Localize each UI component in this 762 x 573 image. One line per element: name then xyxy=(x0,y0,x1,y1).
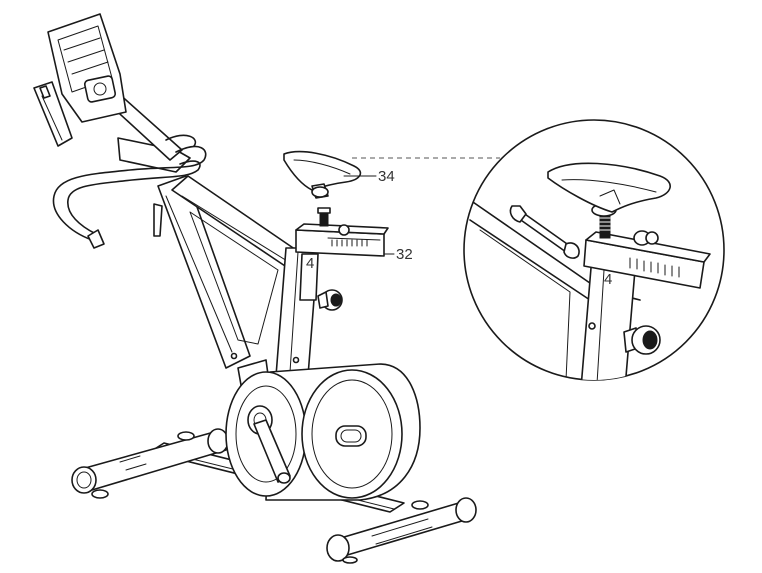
console xyxy=(33,13,127,147)
detail-slider-scale xyxy=(629,257,680,278)
detail-marker-label: 4 xyxy=(604,271,612,288)
crank-arm xyxy=(247,405,291,484)
callout-34: 34 xyxy=(343,168,395,185)
rear-stabilizer xyxy=(326,497,477,564)
seat-slider-32: 4 xyxy=(295,207,389,272)
callout-32: 32 xyxy=(383,246,413,263)
detail-view: 4 xyxy=(463,119,725,381)
slider-marker-label: 4 xyxy=(306,255,314,272)
seat-post xyxy=(299,253,343,311)
callout-32-label: 32 xyxy=(396,246,413,263)
saddle-34 xyxy=(283,150,362,199)
wrench xyxy=(509,205,580,259)
slider-scale xyxy=(331,239,368,247)
callout-34-label: 34 xyxy=(378,168,395,185)
